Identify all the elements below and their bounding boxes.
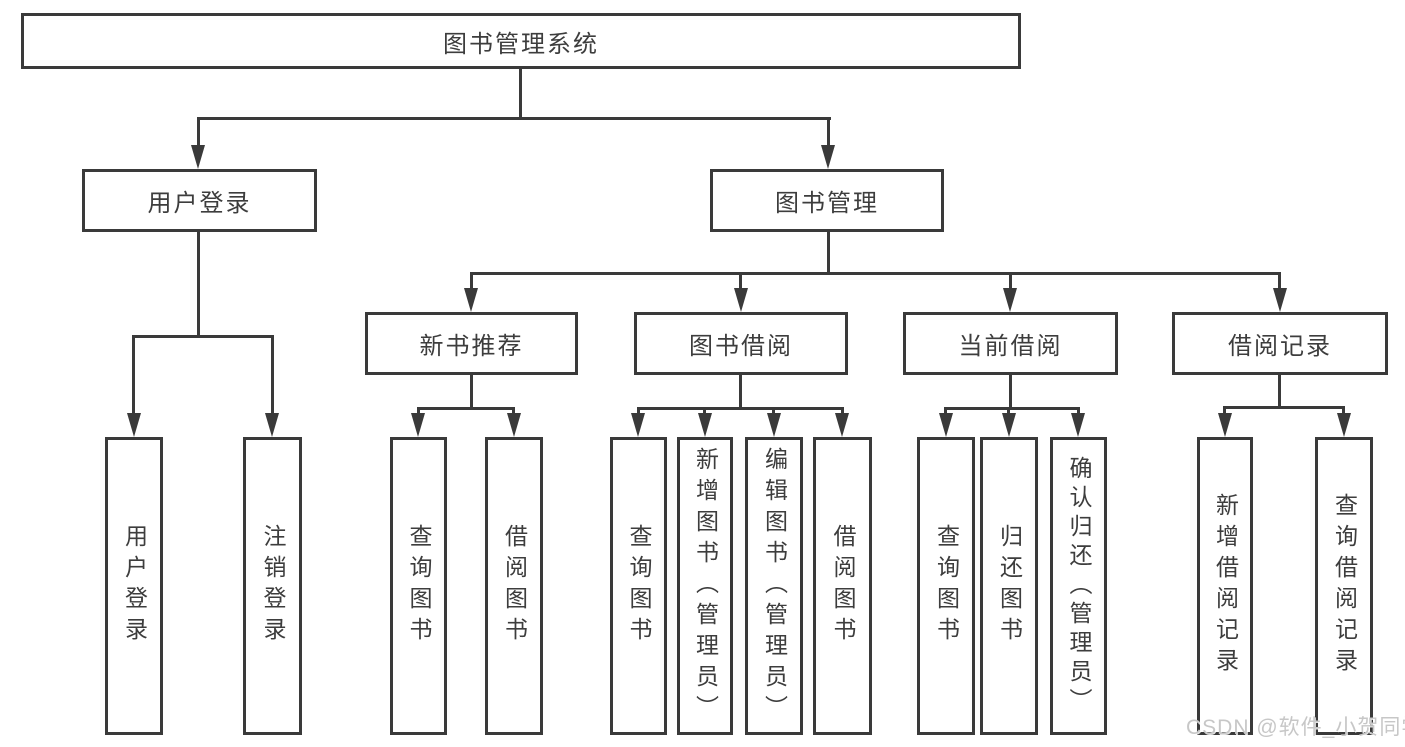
connector-book-borrow-down	[739, 375, 742, 410]
arrow-down-icon	[1003, 288, 1017, 312]
leaf-add-book-admin: 新增图书（管理员）	[677, 437, 733, 735]
connector-leaf-stem	[271, 335, 274, 415]
arrow-down-icon	[1337, 413, 1351, 437]
node-book-mgmt: 图书管理	[710, 169, 944, 232]
leaf-label: 查询图书	[626, 524, 652, 648]
arrow-down-icon	[1218, 413, 1232, 437]
connector-user-login-branch	[133, 335, 273, 338]
leaf-logout: 注销登录	[243, 437, 302, 735]
leaf-label: 查询图书	[406, 524, 432, 648]
connector-leaf-stem	[703, 407, 706, 417]
node-current-borrow: 当前借阅	[903, 312, 1118, 375]
leaf-user-login: 用户登录	[105, 437, 163, 735]
node-borrow-record: 借阅记录	[1172, 312, 1388, 375]
leaf-label: 确认归还（管理员）	[1066, 455, 1092, 717]
connector-borrow-record-branch	[1223, 406, 1344, 409]
node-user-login: 用户登录	[82, 169, 317, 232]
connector-new-book-stem	[470, 272, 473, 292]
connector-user-login-stem	[197, 117, 200, 147]
connector-book-mgmt-down	[827, 232, 830, 275]
arrow-down-icon	[411, 413, 425, 437]
connector-current-borrow-stem	[1009, 272, 1012, 292]
node-current-borrow-label: 当前借阅	[958, 333, 1063, 360]
node-user-login-label: 用户登录	[147, 190, 252, 217]
node-borrow-record-label: 借阅记录	[1228, 333, 1332, 360]
leaf-query-borrow-record: 查询借阅记录	[1315, 437, 1373, 735]
node-book-borrow-label: 图书借阅	[689, 333, 793, 360]
connector-book-borrow-branch	[638, 407, 843, 410]
connector-leaf-stem	[417, 407, 420, 417]
connector-book-mgmt-stem	[827, 117, 830, 147]
connector-current-borrow-down	[1009, 375, 1012, 410]
arrow-down-icon	[631, 413, 645, 437]
node-root: 图书管理系统	[21, 13, 1021, 69]
connector-leaf-stem	[944, 407, 947, 417]
arrow-down-icon	[127, 413, 141, 437]
connector-leaf-stem	[1077, 407, 1080, 417]
node-new-book: 新书推荐	[365, 312, 578, 375]
arrow-down-icon	[191, 145, 205, 169]
connector-book-mgmt-branch	[471, 272, 1281, 275]
connector-borrow-record-stem	[1278, 272, 1281, 292]
arrow-down-icon	[1071, 413, 1085, 437]
arrow-down-icon	[767, 413, 781, 437]
leaf-confirm-return-admin: 确认归还（管理员）	[1050, 437, 1107, 735]
connector-current-borrow-branch	[946, 407, 1079, 410]
connector-leaf-stem	[512, 407, 515, 417]
connector-leaf-stem	[132, 335, 135, 415]
csdn-watermark: CSDN @软件_小贺同学	[1186, 716, 1405, 739]
arrow-down-icon	[265, 413, 279, 437]
connector-root-branch	[197, 117, 831, 120]
arrow-down-icon	[698, 413, 712, 437]
node-book-borrow: 图书借阅	[634, 312, 848, 375]
arrow-down-icon	[1273, 288, 1287, 312]
connector-new-book-down	[470, 375, 473, 410]
leaf-label: 用户登录	[121, 524, 148, 648]
arrow-down-icon	[835, 413, 849, 437]
connector-borrow-record-down	[1278, 375, 1281, 409]
connector-leaf-stem	[1223, 406, 1226, 417]
connector-user-login-down	[197, 232, 200, 337]
leaf-edit-book-admin: 编辑图书（管理员）	[745, 437, 803, 735]
node-book-mgmt-label: 图书管理	[775, 190, 879, 217]
leaf-query-book-2: 查询图书	[610, 437, 667, 735]
node-new-book-label: 新书推荐	[419, 333, 524, 360]
connector-leaf-stem	[841, 407, 844, 417]
connector-new-book-branch	[418, 407, 515, 410]
arrow-down-icon	[821, 145, 835, 169]
arrow-down-icon	[464, 288, 478, 312]
arrow-down-icon	[507, 413, 521, 437]
connector-root-stem	[519, 68, 522, 118]
connector-leaf-stem	[637, 407, 640, 417]
leaf-label: 新增图书（管理员）	[692, 446, 719, 726]
leaf-label: 注销登录	[260, 524, 286, 648]
connector-book-borrow-stem	[739, 272, 742, 292]
leaf-query-book-1: 查询图书	[390, 437, 447, 735]
leaf-label: 查询借阅记录	[1331, 493, 1358, 679]
leaf-label: 查询图书	[933, 524, 960, 648]
leaf-label: 借阅图书	[830, 524, 856, 648]
arrow-down-icon	[734, 288, 748, 312]
connector-leaf-stem	[772, 407, 775, 417]
leaf-borrow-book-2: 借阅图书	[813, 437, 872, 735]
leaf-label: 归还图书	[996, 524, 1023, 648]
leaf-borrow-book-1: 借阅图书	[485, 437, 543, 735]
leaf-return-book: 归还图书	[980, 437, 1038, 735]
node-root-label: 图书管理系统	[443, 30, 599, 58]
connector-leaf-stem	[1342, 406, 1345, 417]
connector-leaf-stem	[1007, 407, 1010, 417]
leaf-label: 借阅图书	[501, 524, 528, 648]
arrow-down-icon	[939, 413, 953, 437]
leaf-label: 编辑图书（管理员）	[761, 446, 788, 726]
arrow-down-icon	[1002, 413, 1016, 437]
leaf-query-book-3: 查询图书	[917, 437, 975, 735]
leaf-label: 新增借阅记录	[1212, 493, 1239, 679]
leaf-add-borrow-record: 新增借阅记录	[1197, 437, 1253, 735]
